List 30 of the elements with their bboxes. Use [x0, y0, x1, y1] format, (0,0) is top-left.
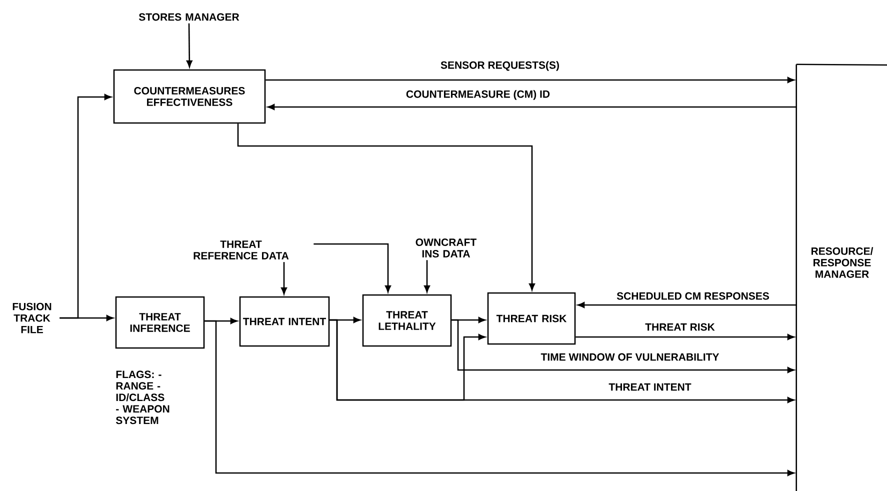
input-label: STORES MANAGER — [138, 13, 240, 21]
edge-label: SENSOR REQUESTS(S) — [440, 61, 559, 71]
manager-block: RESOURCE/ RESPONSE MANAGER — [796, 64, 887, 491]
arrow — [60, 94, 112, 319]
process-box: THREAT LETHALITY — [362, 294, 452, 347]
edge-label: THREAT INTENT — [608, 383, 692, 391]
edge-label: COUNTERMEASURE (CM) ID — [406, 90, 550, 100]
arrow — [330, 319, 486, 401]
arrow — [186, 23, 192, 68]
edge-label: THREAT RISK — [645, 323, 715, 331]
arrow — [204, 320, 794, 476]
arrow — [578, 302, 796, 308]
process-box: COUNTERMEASURES EFFECTIVENESS — [113, 69, 266, 124]
input-label: THREAT REFERENCE DATA — [194, 240, 289, 260]
arrow — [268, 104, 796, 110]
arrow — [424, 260, 430, 292]
process-box: THREAT INFERENCE — [115, 296, 205, 349]
edge-label: TIME WINDOW OF VULNERABILITY — [540, 353, 720, 361]
arrow — [281, 262, 287, 294]
process-box: THREAT RISK — [487, 292, 576, 345]
arrow — [314, 243, 391, 292]
arrow — [452, 319, 794, 373]
flag-list: FLAGS: - RANGE - ID/CLASS - WEAPON SYSTEM — [116, 370, 170, 424]
edge-label: SCHEDULED CM RESPONSES — [616, 292, 769, 300]
arrow — [576, 334, 794, 340]
arrow — [266, 77, 794, 83]
arrow — [237, 124, 535, 290]
input-label: FUSION TRACK FILE — [12, 302, 52, 334]
process-box: THREAT INTENT — [239, 296, 330, 347]
input-label: OWNCRAFT INS DATA — [416, 238, 476, 258]
